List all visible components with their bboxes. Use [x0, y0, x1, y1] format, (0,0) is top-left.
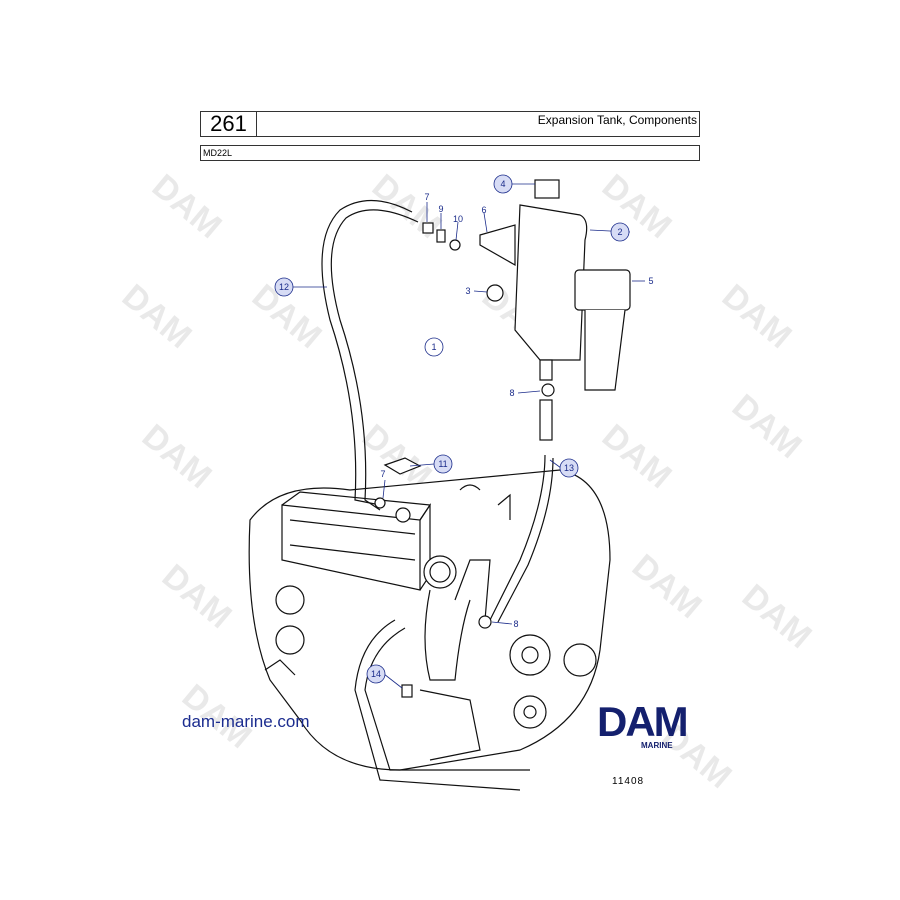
expansion-tank-drawing — [374, 179, 631, 698]
header-box: 261 Expansion Tank, Components — [200, 111, 700, 137]
page-title: Expansion Tank, Components — [537, 113, 697, 127]
callout-7-bottom[interactable]: 7 — [380, 469, 385, 479]
callout-4[interactable]: 4 — [493, 174, 513, 194]
svg-text:8: 8 — [513, 619, 518, 629]
watermark: DAM — [725, 387, 809, 466]
svg-text:9: 9 — [438, 204, 443, 214]
svg-text:3: 3 — [465, 286, 470, 296]
svg-text:7: 7 — [380, 469, 385, 479]
svg-text:DAM: DAM — [597, 700, 687, 745]
svg-text:5: 5 — [648, 276, 653, 286]
svg-text:7: 7 — [424, 192, 429, 202]
callout-7-top[interactable]: 7 — [424, 192, 429, 202]
watermark: DAM — [735, 577, 819, 656]
watermark: DAM — [145, 167, 229, 246]
callout-8-top[interactable]: 8 — [509, 388, 514, 398]
svg-text:MARINE: MARINE — [641, 741, 673, 750]
svg-text:2: 2 — [617, 227, 622, 237]
callout-11[interactable]: 11 — [433, 454, 453, 474]
watermark: DAM — [365, 167, 449, 246]
watermark: DAM — [115, 277, 199, 356]
page-number: 261 — [201, 112, 257, 136]
callout-3[interactable]: 3 — [465, 286, 470, 296]
callout-5[interactable]: 5 — [648, 276, 653, 286]
dam-marine-logo: DAM MARINE — [597, 700, 689, 750]
callout-8-bottom[interactable]: 8 — [513, 619, 518, 629]
callout-2[interactable]: 2 — [610, 222, 630, 242]
callout-6[interactable]: 6 — [481, 205, 486, 215]
watermark: DAM — [625, 547, 709, 626]
svg-text:13: 13 — [564, 463, 574, 473]
watermark: DAM — [595, 417, 679, 496]
callout-1[interactable]: 1 — [424, 337, 444, 357]
callout-10[interactable]: 10 — [453, 214, 463, 224]
watermark: DAM — [715, 277, 799, 356]
svg-text:10: 10 — [453, 214, 463, 224]
callout-9[interactable]: 9 — [438, 204, 443, 214]
svg-text:8: 8 — [509, 388, 514, 398]
svg-text:1: 1 — [431, 342, 436, 352]
svg-text:11: 11 — [438, 459, 447, 469]
engine-drawing — [248, 469, 611, 771]
model-box: MD22L — [200, 145, 700, 161]
watermark: DAM — [595, 167, 679, 246]
model-label: MD22L — [203, 148, 233, 158]
watermark: DAM — [155, 557, 239, 636]
callout-12[interactable]: 12 — [274, 277, 294, 297]
watermark: DAM — [135, 417, 219, 496]
callout-14[interactable]: 14 — [366, 664, 386, 684]
callout-13[interactable]: 13 — [559, 458, 579, 478]
svg-text:6: 6 — [481, 205, 486, 215]
svg-text:14: 14 — [371, 669, 381, 679]
hose-drawing — [321, 199, 554, 791]
figure-id: 11408 — [612, 776, 645, 787]
svg-text:12: 12 — [279, 282, 289, 292]
website-link[interactable]: dam-marine.com — [182, 712, 310, 731]
svg-text:4: 4 — [500, 179, 505, 189]
callout-layer: 1 2 3 4 5 6 7 7 8 8 9 — [274, 174, 654, 684]
